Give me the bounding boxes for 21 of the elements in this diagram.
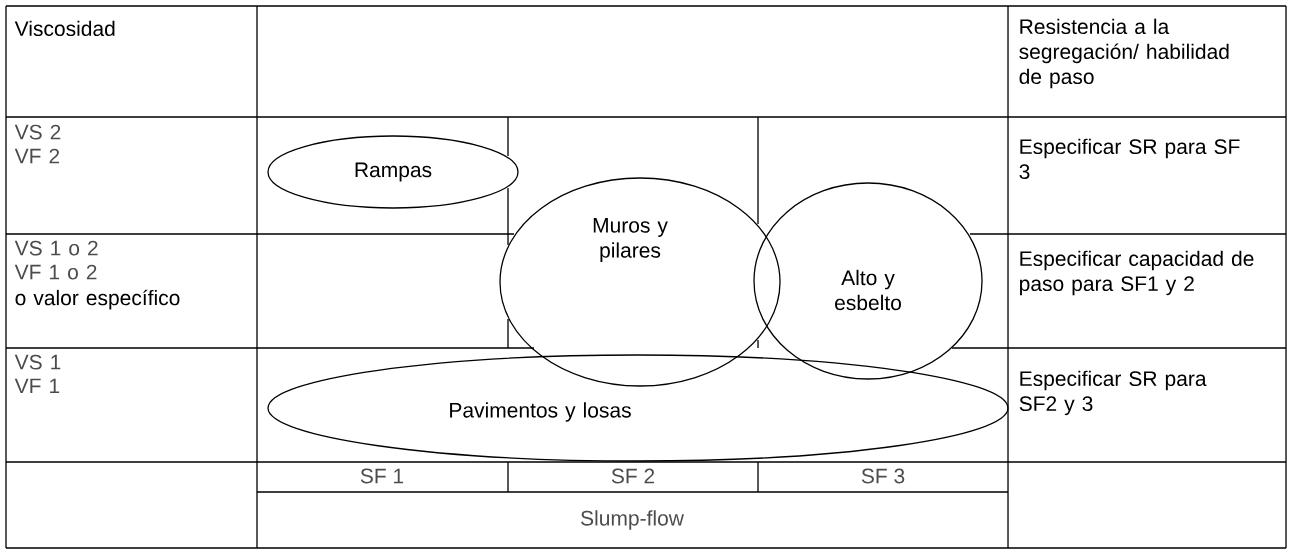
table-text: Viscosidad [14, 20, 115, 37]
table-text: VF 1 [14, 378, 60, 394]
table-text: VS 1 [14, 354, 61, 370]
table-text: VF 1 o 2 [14, 264, 97, 280]
ellipse [753, 182, 983, 380]
node-label: Rampas [355, 162, 432, 182]
ellipse [267, 135, 519, 209]
ellipse [267, 354, 1009, 462]
node-label: Muros y pilares [593, 218, 668, 262]
table-text: Resistencia a la segregación/ habilidad de paso [1019, 18, 1229, 89]
table-text: Especificar SR para SF2 y 3 [1019, 370, 1207, 416]
table-text: VS 1 o 2 [14, 240, 98, 256]
node-label: Pavimentos y losas [450, 402, 631, 422]
node-label: Alto y esbelto [835, 269, 901, 311]
table-text: Especificar SR para SF 3 [1019, 138, 1240, 180]
table-text: VS 2 [14, 124, 61, 140]
table-text: Especificar capacidad de paso para SF1 y 2 [1020, 250, 1254, 296]
table-text: o valor específico [15, 289, 180, 310]
table-text: Slump-flow [581, 510, 684, 530]
ellipse [499, 177, 781, 387]
table-text: VF 2 [14, 148, 60, 164]
